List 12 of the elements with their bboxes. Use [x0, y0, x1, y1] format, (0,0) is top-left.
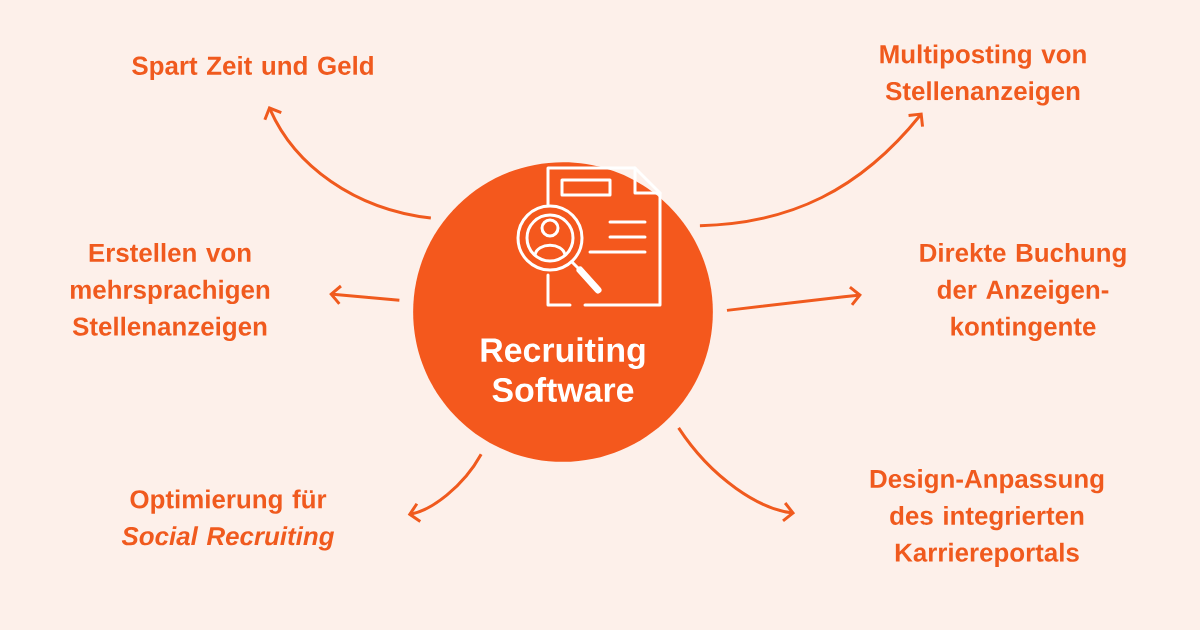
arrow: [699, 112, 925, 228]
arrow: [407, 453, 483, 523]
feature-label: Multiposting von Stellenanzeigen: [880, 44, 1086, 106]
feature-label: Direkte Buchung der Anzeigen-kontingente: [920, 243, 1126, 341]
arrow: [329, 284, 400, 305]
feature-label: Erstellen von mehrsprachigen Stellenanzeigen: [70, 243, 270, 341]
arrow: [263, 106, 432, 220]
feature-label: Spart Zeit und Geld: [132, 55, 373, 81]
feature-label: Design-Anpassung des integrierten Karriereportals: [870, 469, 1104, 567]
arrow: [677, 427, 796, 522]
arrow: [726, 285, 862, 312]
feature-label: Optimierung für Social Recruiting: [121, 489, 335, 551]
